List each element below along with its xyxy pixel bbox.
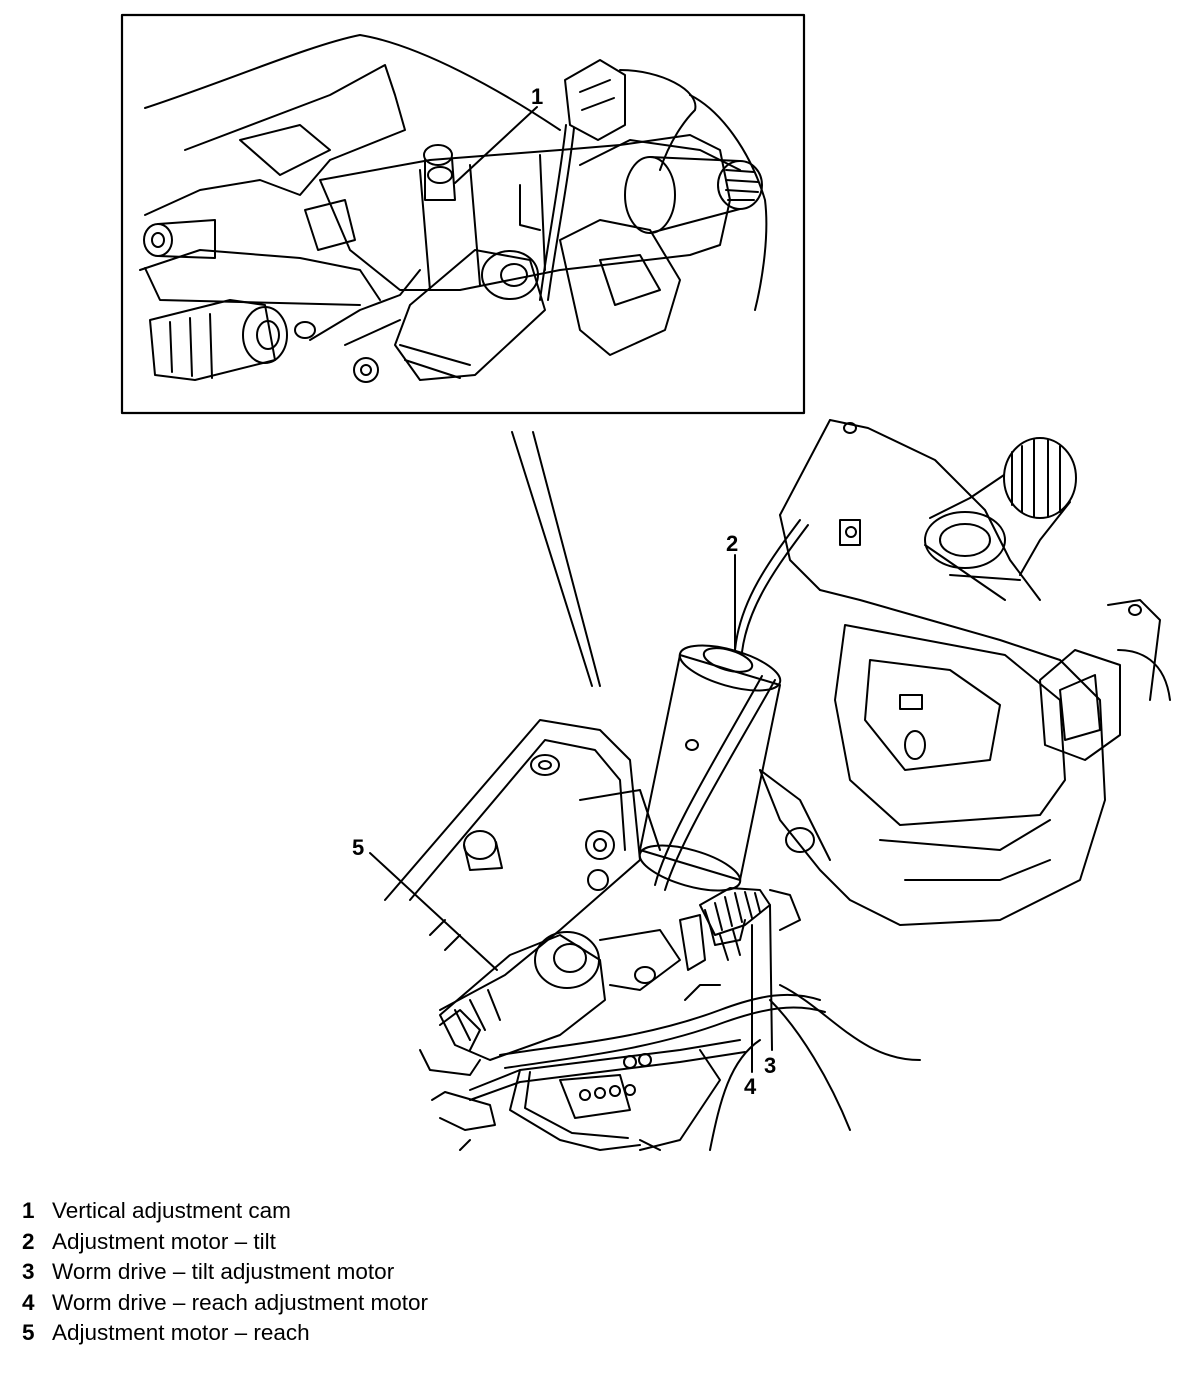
legend-item: 1 Vertical adjustment cam xyxy=(22,1196,428,1227)
callout-4: 4 xyxy=(744,1074,757,1099)
legend-item: 2 Adjustment motor – tilt xyxy=(22,1227,428,1258)
callout-2: 2 xyxy=(726,531,738,556)
legend-item: 5 Adjustment motor – reach xyxy=(22,1318,428,1349)
callout-line-3 xyxy=(769,904,773,1051)
legend-text: Vertical adjustment cam xyxy=(52,1198,291,1223)
main-drawing xyxy=(384,419,1171,1151)
legend-text: Adjustment motor – reach xyxy=(52,1320,310,1345)
steering-column-diagram: 1 2 3 4 5 xyxy=(120,13,1171,1151)
legend-number: 3 xyxy=(22,1259,35,1284)
legend-number: 2 xyxy=(22,1228,35,1254)
parts-legend: 1 Vertical adjustment cam 2 Adjustment m… xyxy=(22,1196,428,1349)
callout-3: 3 xyxy=(764,1053,776,1078)
legend-number: 5 xyxy=(22,1320,35,1345)
legend-text: Adjustment motor – tilt xyxy=(52,1228,276,1254)
callout-line-1 xyxy=(454,106,538,184)
legend-number: 4 xyxy=(22,1289,35,1315)
legend-text: Worm drive – tilt adjustment motor xyxy=(52,1259,395,1284)
legend-text: Worm drive – reach adjustment motor xyxy=(52,1289,428,1315)
legend-number: 1 xyxy=(22,1198,35,1223)
callout-line-5 xyxy=(369,852,498,971)
inset-frame xyxy=(120,13,806,415)
legend-item: 4 Worm drive – reach adjustment motor xyxy=(22,1288,428,1319)
callout-5: 5 xyxy=(352,835,364,860)
inset-drawing xyxy=(139,34,768,383)
legend-item: 3 Worm drive – tilt adjustment motor xyxy=(22,1257,428,1288)
callout-1: 1 xyxy=(531,84,543,109)
